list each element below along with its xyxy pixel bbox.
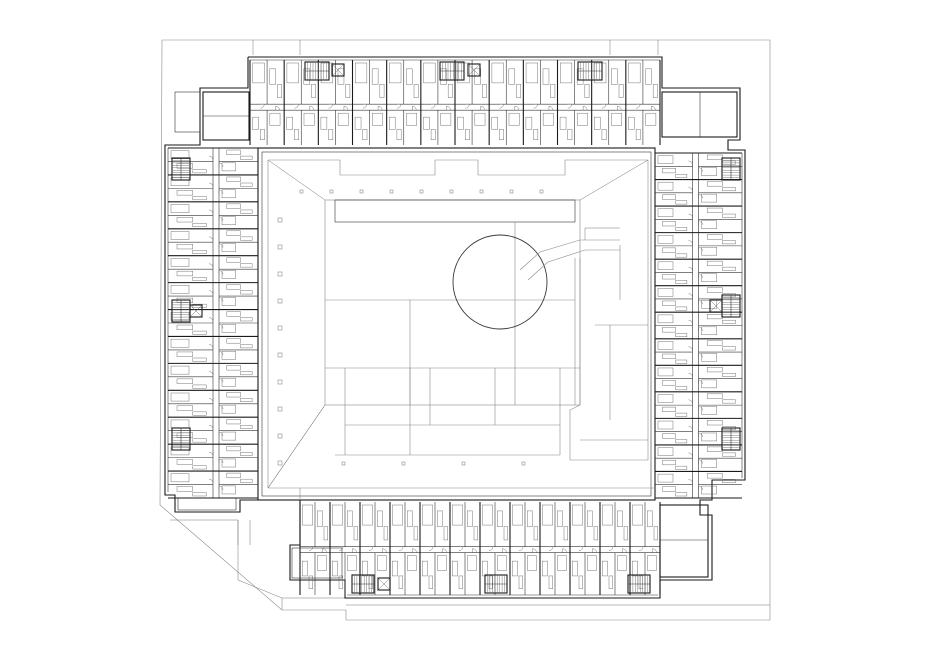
elevator-icon <box>189 304 203 318</box>
apartment-unit <box>655 364 742 391</box>
apartment-unit <box>299 502 328 595</box>
apartment-unit <box>625 60 658 145</box>
courtyard-facade <box>257 147 656 501</box>
apartment-unit <box>655 205 742 231</box>
apartment-unit <box>629 502 658 595</box>
stair-icon <box>171 299 191 323</box>
apartment-unit <box>655 232 742 258</box>
apartment-unit <box>386 60 419 145</box>
apartment-unit <box>168 416 258 443</box>
apartment-unit <box>655 417 742 444</box>
apartment-unit <box>249 60 282 145</box>
stair-icon <box>351 574 375 594</box>
stair-icon <box>484 574 508 594</box>
apartment-unit <box>522 60 556 145</box>
apartment-unit <box>168 335 258 362</box>
circulation-cores <box>171 61 741 594</box>
apartment-unit <box>419 502 448 595</box>
apartment-unit <box>655 258 742 284</box>
stair-icon <box>721 294 741 318</box>
courtyard-markers <box>277 189 544 466</box>
elevator-icon <box>331 63 345 77</box>
apartment-unit <box>454 60 487 145</box>
stair-icon <box>439 61 465 81</box>
stair-icon <box>304 61 330 81</box>
apartment-unit <box>168 282 258 308</box>
elevator-icon <box>377 577 391 591</box>
apartment-unit <box>359 502 388 595</box>
elevator-icon <box>709 299 723 313</box>
apartment-unit <box>168 201 258 227</box>
apartment-unit <box>449 502 478 595</box>
stair-icon <box>171 157 191 181</box>
apartment-unit <box>168 228 258 254</box>
elevator-icon <box>467 63 481 77</box>
apartment-unit <box>655 285 742 311</box>
apartment-unit <box>168 389 258 416</box>
stair-icon <box>627 574 651 594</box>
apartment-unit <box>655 338 742 364</box>
apartment-unit <box>569 502 598 595</box>
circular-plaza <box>452 234 548 330</box>
apartment-unit <box>509 502 538 595</box>
apartment-unit <box>168 470 258 497</box>
courtyard-stair-icon <box>519 227 620 281</box>
stair-icon <box>171 427 191 451</box>
stair-icon <box>577 61 603 81</box>
apartment-unit <box>168 362 258 389</box>
apartment-unit <box>655 152 742 178</box>
apartment-unit <box>655 470 742 497</box>
apartment-unit <box>317 60 351 145</box>
south-wing <box>177 497 709 595</box>
apartment-unit <box>539 502 568 595</box>
apartment-unit <box>599 502 628 595</box>
west-wing <box>168 147 258 499</box>
apartment-unit <box>351 60 385 145</box>
site-boundary <box>159 39 771 621</box>
apartment-unit <box>283 60 316 145</box>
apartment-unit <box>479 502 508 595</box>
apartment-unit <box>655 391 742 417</box>
apartment-unit <box>488 60 521 145</box>
apartment-unit <box>591 60 624 145</box>
courtyard-landscape <box>267 159 655 500</box>
apartment-unit <box>329 502 358 595</box>
east-wing <box>655 152 742 499</box>
stair-icon <box>721 427 741 451</box>
stair-icon <box>721 157 741 181</box>
apartment-unit <box>168 147 258 174</box>
apartment-unit <box>420 60 453 145</box>
apartment-unit <box>556 60 590 145</box>
apartment-unit <box>168 255 258 281</box>
north-wing <box>174 60 738 145</box>
apartment-unit <box>389 502 418 595</box>
